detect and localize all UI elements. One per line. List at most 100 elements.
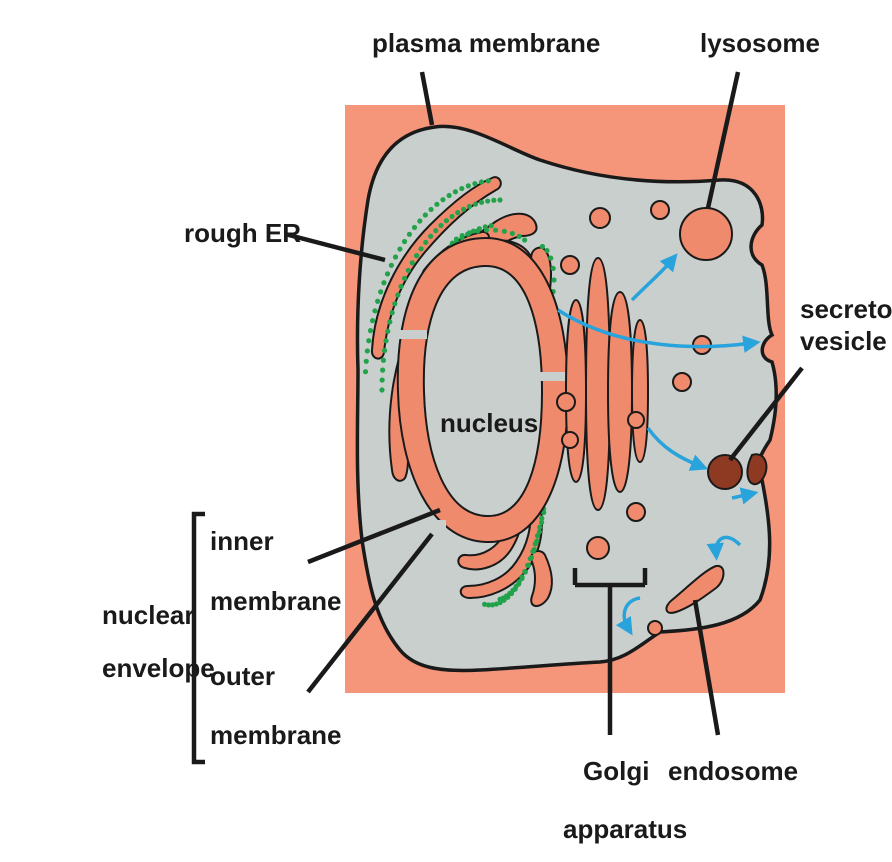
ribosome-dot <box>418 246 424 252</box>
ribosome-dot <box>362 369 369 375</box>
ribosome-dot <box>383 338 389 344</box>
ribosome-dot <box>551 277 557 283</box>
label-endosome: endosome <box>668 756 798 786</box>
ribosome-dot <box>512 586 518 592</box>
labels: plasma membrane lysosome rough ER secret… <box>102 28 892 844</box>
ribosome-dot <box>485 602 492 608</box>
endosome-shape <box>665 564 725 614</box>
ribosome-dot <box>363 358 369 364</box>
arrow-to-secretory-vesicle <box>646 426 709 471</box>
ribosome-dot <box>466 230 472 236</box>
ribosome-dot <box>478 199 485 205</box>
ribosome-dot <box>411 224 418 231</box>
arrow-to-plasma-membrane <box>557 308 761 353</box>
ribosome-dot <box>433 228 439 234</box>
ribosome-dot <box>401 238 408 245</box>
ribosome-dot <box>472 201 479 207</box>
ribosome-dot <box>483 227 490 233</box>
ribosome-dot <box>413 253 420 259</box>
ribosome-dot <box>460 206 467 212</box>
ribosome-dot <box>459 233 465 239</box>
ribosome-dot <box>548 255 554 261</box>
ribosome-dot <box>531 546 537 553</box>
ribosome-dot <box>397 246 403 252</box>
ribosome-dot <box>381 347 388 354</box>
label-nuclear: nuclear <box>102 600 195 630</box>
ribosome-dot <box>387 319 393 325</box>
ribosome-dot <box>366 338 372 344</box>
ribosome-dot <box>379 387 385 393</box>
ribosome-dot <box>453 236 460 242</box>
ribosome-dot <box>493 601 499 607</box>
ribosome-dot <box>478 179 485 185</box>
ribosome-dot <box>380 367 386 373</box>
ribosome-dot <box>544 247 550 254</box>
ribosome-dot <box>534 538 540 544</box>
label-outer-membrane: membrane <box>210 720 342 750</box>
ribosome-dot <box>508 590 515 597</box>
ribosome-dot <box>528 555 535 561</box>
label-vesicle: vesicle <box>800 326 887 356</box>
ribosome-dot <box>492 227 499 233</box>
secretory-vesicles <box>707 453 768 490</box>
ribosome-dot <box>367 328 374 334</box>
arrow-endocytosis-1 <box>615 596 641 636</box>
label-outer: outer <box>210 661 275 691</box>
ribosome-dot <box>516 581 522 587</box>
ribosome-dot <box>539 243 546 250</box>
label-lysosome: lysosome <box>700 28 820 58</box>
label-plasma-membrane: plasma membrane <box>372 28 600 58</box>
leader-lines <box>191 71 804 765</box>
ribosome-dot <box>449 213 455 220</box>
ribosome-dot <box>405 267 411 274</box>
label-envelope: envelope <box>102 653 215 683</box>
ribosome-dot <box>369 318 376 324</box>
ribosome-dot <box>384 271 391 277</box>
ribosome-dot <box>392 301 398 307</box>
ribosome-dot <box>379 377 385 383</box>
ribosome-dot <box>536 529 542 535</box>
ribosome-dot <box>501 228 507 234</box>
ribosome-dot <box>381 280 387 286</box>
ribosome-dot <box>385 328 391 334</box>
ribosome-dot <box>539 515 545 521</box>
ribosome-dot <box>378 289 384 295</box>
ribosome-dot <box>497 197 503 203</box>
ribosome-dot <box>423 239 429 245</box>
ribosome-dot <box>398 283 404 290</box>
nucleus-interior <box>422 264 544 518</box>
ribosome-dot <box>465 183 471 189</box>
label-apparatus: apparatus <box>563 814 687 844</box>
ribosome-dot <box>440 197 446 203</box>
ribosome-dot <box>434 201 440 207</box>
ribosome-dot <box>438 222 444 229</box>
label-nucleus: nucleus <box>440 408 538 438</box>
ribosome-dot <box>375 298 381 304</box>
ribosome-dot <box>485 178 491 184</box>
ribosome-dot <box>491 197 497 203</box>
ribosome-dot <box>422 212 428 218</box>
secretory-vesicle-2 <box>746 453 768 485</box>
ribosome-dot <box>539 519 545 526</box>
ribosome-dot <box>406 231 413 237</box>
ribosome-dot <box>489 602 496 608</box>
arrow-to-lysosome <box>630 253 678 302</box>
ribosome-dot <box>505 594 511 600</box>
label-inner: inner <box>210 526 274 556</box>
ribosome-dot <box>537 524 543 530</box>
ribosome-dot <box>488 223 494 229</box>
ribosome-dot <box>485 198 491 204</box>
label-inner-membrane: membrane <box>210 586 342 616</box>
ribosome-dot <box>446 192 452 199</box>
secretory-vesicle-1 <box>707 454 743 490</box>
ribosome-dot <box>428 233 434 239</box>
ribosome-dot <box>380 357 387 363</box>
ribosome-dot <box>443 218 450 224</box>
label-golgi: Golgi <box>583 756 649 786</box>
ribosome-dot <box>475 228 481 234</box>
ribosome-dot <box>516 233 522 239</box>
ribosome-dot <box>428 206 434 213</box>
ribosome-dot <box>466 203 473 210</box>
ribosome-dot <box>452 189 459 195</box>
